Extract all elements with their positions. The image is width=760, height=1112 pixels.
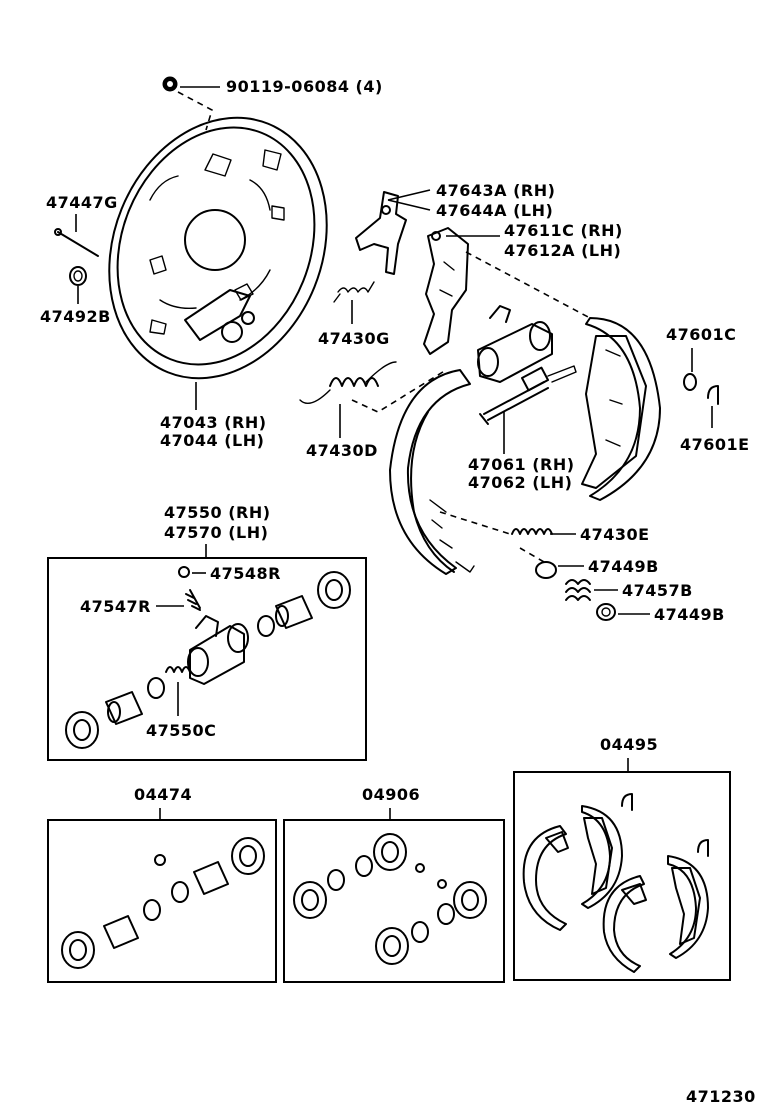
wheel-cylinder-icon: [477, 305, 553, 383]
label-cup-b-upper: 47449B: [588, 557, 659, 576]
spring-d-icon: [299, 361, 397, 404]
boot-right-icon: [317, 571, 351, 609]
kit-04495-box: [513, 771, 731, 981]
hold-down-pin-icon: [54, 228, 99, 257]
strut-icon: [423, 227, 469, 355]
label-bleeder-plug: 47547R: [80, 597, 151, 616]
label-spring-e: 47430E: [580, 525, 650, 544]
label-kit-04495: 04495: [600, 735, 658, 754]
adjuster-icon: [479, 365, 577, 425]
kit-04906-parts: [293, 833, 487, 965]
label-cup-b-lower: 47449B: [654, 605, 725, 624]
cylinder-assembly-box: [47, 557, 367, 761]
label-adjuster-lh: 47062 (LH): [468, 473, 572, 492]
spring-e-icon: [511, 528, 553, 535]
kit-04495-shoes: [522, 793, 709, 973]
spring-b-icon: [565, 579, 591, 601]
kit-04474-box: [47, 819, 277, 983]
label-cylinder-rh: 47550 (RH): [164, 503, 271, 522]
label-cup: 47492B: [40, 307, 111, 326]
kit-04474-parts: [61, 837, 265, 969]
boot-left-icon: [65, 711, 99, 749]
cylinder-cup-right-icon: [257, 615, 275, 637]
label-lever-rh: 47643A (RH): [436, 181, 555, 200]
cup-icon: [69, 266, 87, 286]
bleeder-plug-icon: [185, 589, 201, 611]
left-brake-shoe: [389, 369, 475, 575]
cylinder-cup-left-icon: [147, 677, 165, 699]
label-lever-lh: 47644A (LH): [436, 201, 553, 220]
backing-plate: [108, 116, 328, 380]
label-washer-c: 47601C: [666, 325, 736, 344]
bolt-icon: [162, 76, 220, 92]
label-spring-g: 47430G: [318, 329, 390, 348]
spring-g-icon: [333, 281, 375, 303]
piston-left-icon: [105, 691, 143, 725]
kit-04906-box: [283, 819, 505, 983]
piston-right-icon: [275, 595, 313, 629]
parking-lever-icon: [355, 191, 407, 275]
label-backing-plate-lh: 47044 (LH): [160, 431, 264, 450]
label-strut-lh: 47612A (LH): [504, 241, 621, 260]
label-backing-plate-rh: 47043 (RH): [160, 413, 267, 432]
cup-b-lower-icon: [596, 603, 616, 621]
label-kit-04906: 04906: [362, 785, 420, 804]
right-brake-shoe: [581, 317, 661, 501]
figure-number: 471230: [686, 1087, 756, 1106]
clip-icon: [707, 385, 719, 405]
spring-cylinder-icon: [165, 666, 191, 673]
bleeder-cap-icon: [178, 566, 190, 578]
label-spring-d: 47430D: [306, 441, 378, 460]
label-hold-down-pin: 47447G: [46, 193, 118, 212]
label-cylinder-lh: 47570 (LH): [164, 523, 268, 542]
cylinder-body-icon: [187, 615, 249, 685]
label-clip-e: 47601E: [680, 435, 750, 454]
label-bleeder-cap: 47548R: [210, 564, 281, 583]
label-spring-b: 47457B: [622, 581, 693, 600]
label-cylinder-cup: 47550C: [146, 721, 216, 740]
washer-icon: [683, 373, 697, 391]
label-strut-rh: 47611C (RH): [504, 221, 623, 240]
label-adjuster-rh: 47061 (RH): [468, 455, 575, 474]
label-kit-04474: 04474: [134, 785, 192, 804]
label-bolt: 90119-06084 (4): [226, 77, 383, 96]
cup-b-upper-icon: [535, 561, 557, 579]
